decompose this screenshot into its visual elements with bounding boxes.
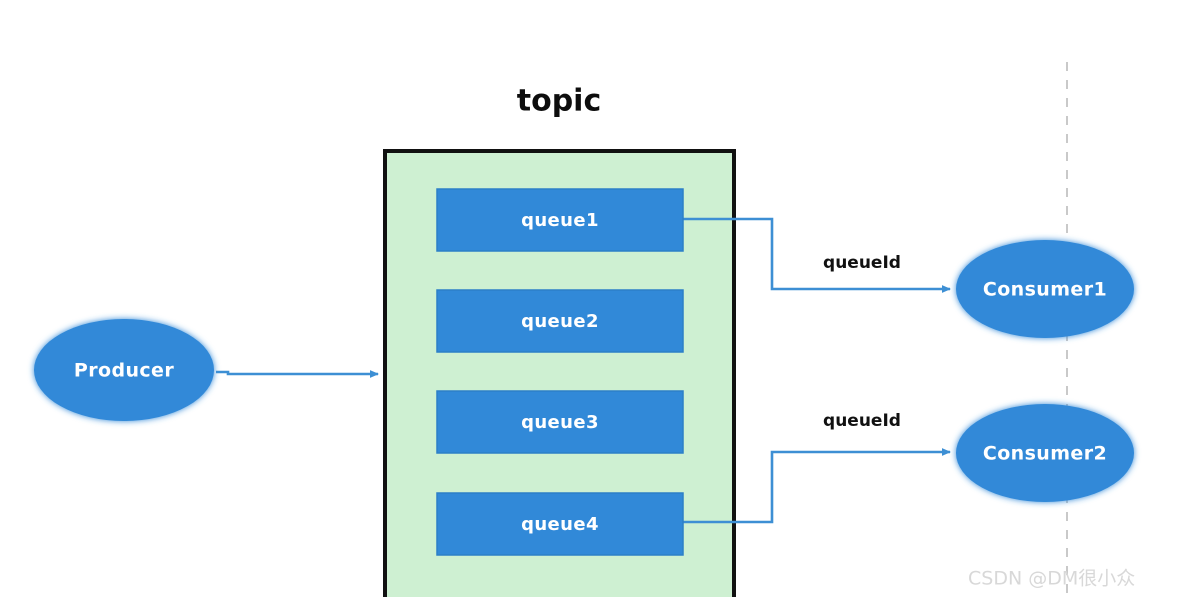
- edge-queue4-to-consumer2-line: [683, 448, 951, 524]
- producer-ellipse[interactable]: [34, 319, 214, 421]
- queue-box-3-label: queue3: [521, 412, 599, 433]
- queue-box-2-rect[interactable]: [436, 289, 684, 353]
- queue-box-4-rect[interactable]: [436, 492, 684, 556]
- queue-box-1[interactable]: queue1: [436, 188, 684, 252]
- consumer1-node[interactable]: [956, 240, 1134, 338]
- edge-queue4-to-consumer2: queueId: [683, 411, 951, 524]
- edge-producer-to-topic-line: [216, 370, 379, 378]
- queue-box-1-label: queue1: [521, 210, 599, 231]
- consumer2-node[interactable]: [956, 404, 1134, 502]
- queue-box-4[interactable]: queue4: [436, 492, 684, 556]
- consumer1-ellipse[interactable]: [956, 240, 1134, 338]
- edge-queue1-to-consumer1: queueId: [683, 217, 951, 293]
- queue-box-1-rect[interactable]: [436, 188, 684, 252]
- edge-label-queueid-consumer1: queueId: [823, 253, 901, 273]
- queue-box-2[interactable]: queue2: [436, 289, 684, 353]
- edge-queue1-to-consumer1-line: [683, 217, 951, 293]
- csdn-watermark: CSDN @DM很小众: [968, 568, 1135, 590]
- edge-producer-to-topic: [216, 370, 379, 378]
- producer-node[interactable]: [34, 319, 214, 421]
- queue-box-3[interactable]: queue3: [436, 390, 684, 454]
- producer-label: Producer: [74, 360, 174, 382]
- queue-box-4-label: queue4: [521, 514, 599, 535]
- queue-box-2-label: queue2: [521, 311, 599, 332]
- consumer2-ellipse[interactable]: [956, 404, 1134, 502]
- consumer1-label: Consumer1: [983, 279, 1107, 301]
- queue-box-3-rect[interactable]: [436, 390, 684, 454]
- edge-label-queueid-consumer2: queueId: [823, 411, 901, 431]
- consumer2-label: Consumer2: [983, 443, 1107, 465]
- page-title: topic: [517, 84, 602, 119]
